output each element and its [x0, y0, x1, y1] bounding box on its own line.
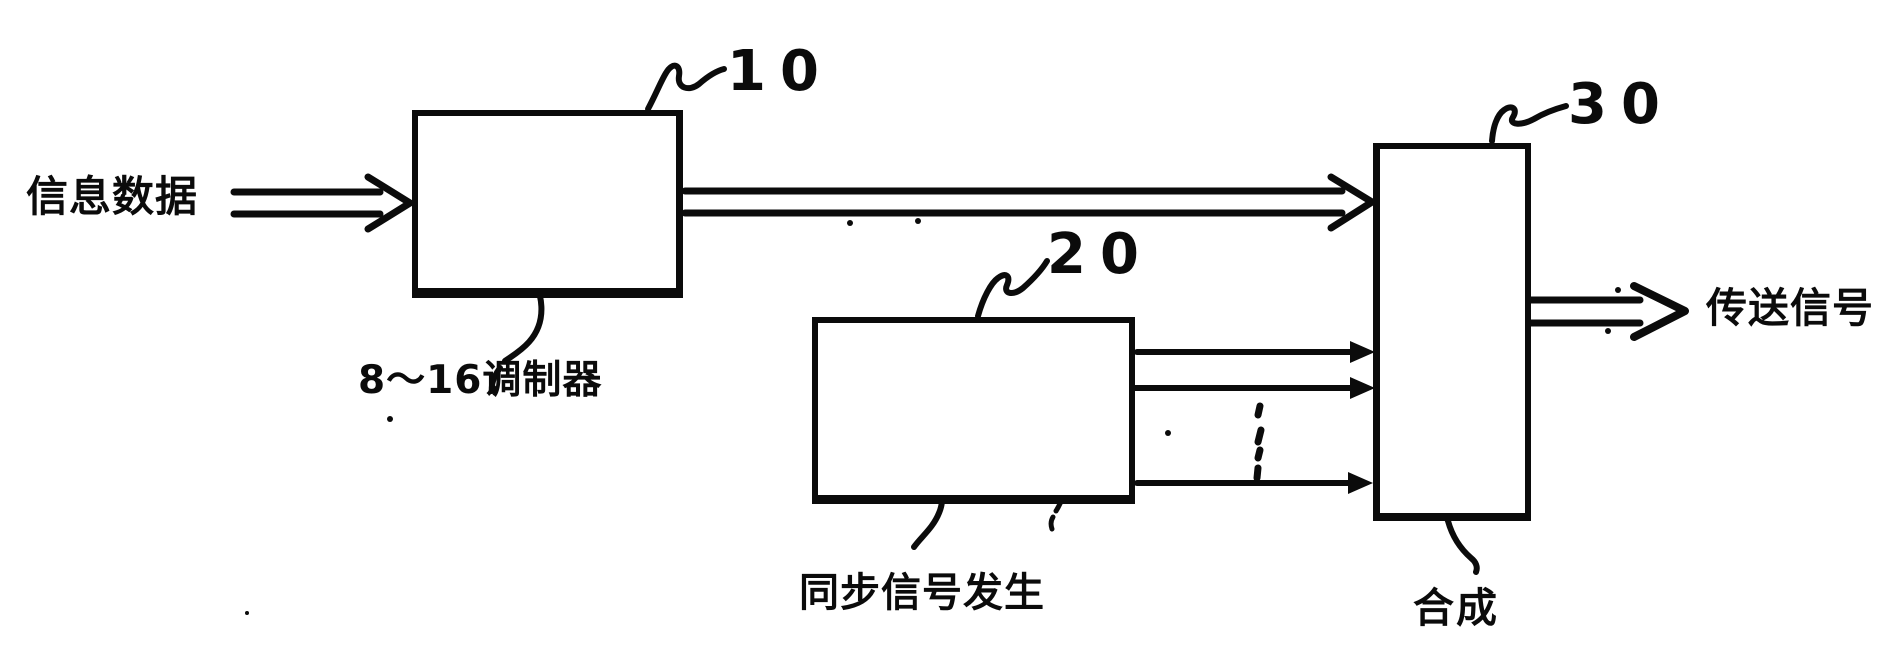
- output-arrowhead: [1630, 282, 1689, 341]
- leader-line-ref-20: [975, 258, 1050, 319]
- leader-line-ref-30: [1489, 103, 1569, 144]
- caption-combiner: 合成: [1413, 584, 1499, 632]
- ref-numeral-30: 30: [1568, 72, 1674, 137]
- sync-arrow-1-head: [1350, 341, 1375, 363]
- label-information-data: 信息数据: [26, 172, 199, 221]
- sync-arrow-3-head: [1348, 472, 1373, 494]
- sync-arrow-2-head: [1350, 377, 1375, 399]
- ellipsis-dots: [1253, 402, 1265, 482]
- sync-arrowheads: [1348, 341, 1375, 494]
- block-8-16-modulator: [412, 110, 683, 298]
- caption-sync-signal-generator: 同步信号发生: [799, 570, 1045, 616]
- ref-numeral-10: 10: [727, 39, 833, 104]
- label-transmission-signal: 传送信号: [1706, 284, 1874, 332]
- input-arrowhead: [364, 173, 414, 233]
- block-combiner: [1373, 143, 1531, 521]
- block-sync-signal-generator: [812, 317, 1135, 504]
- bus-arrowhead: [1327, 173, 1376, 232]
- leader-line-ref-10: [645, 62, 727, 112]
- caption-8-16-modulator: 8～16调制器: [358, 358, 603, 403]
- ref-numeral-20: 20: [1047, 222, 1153, 287]
